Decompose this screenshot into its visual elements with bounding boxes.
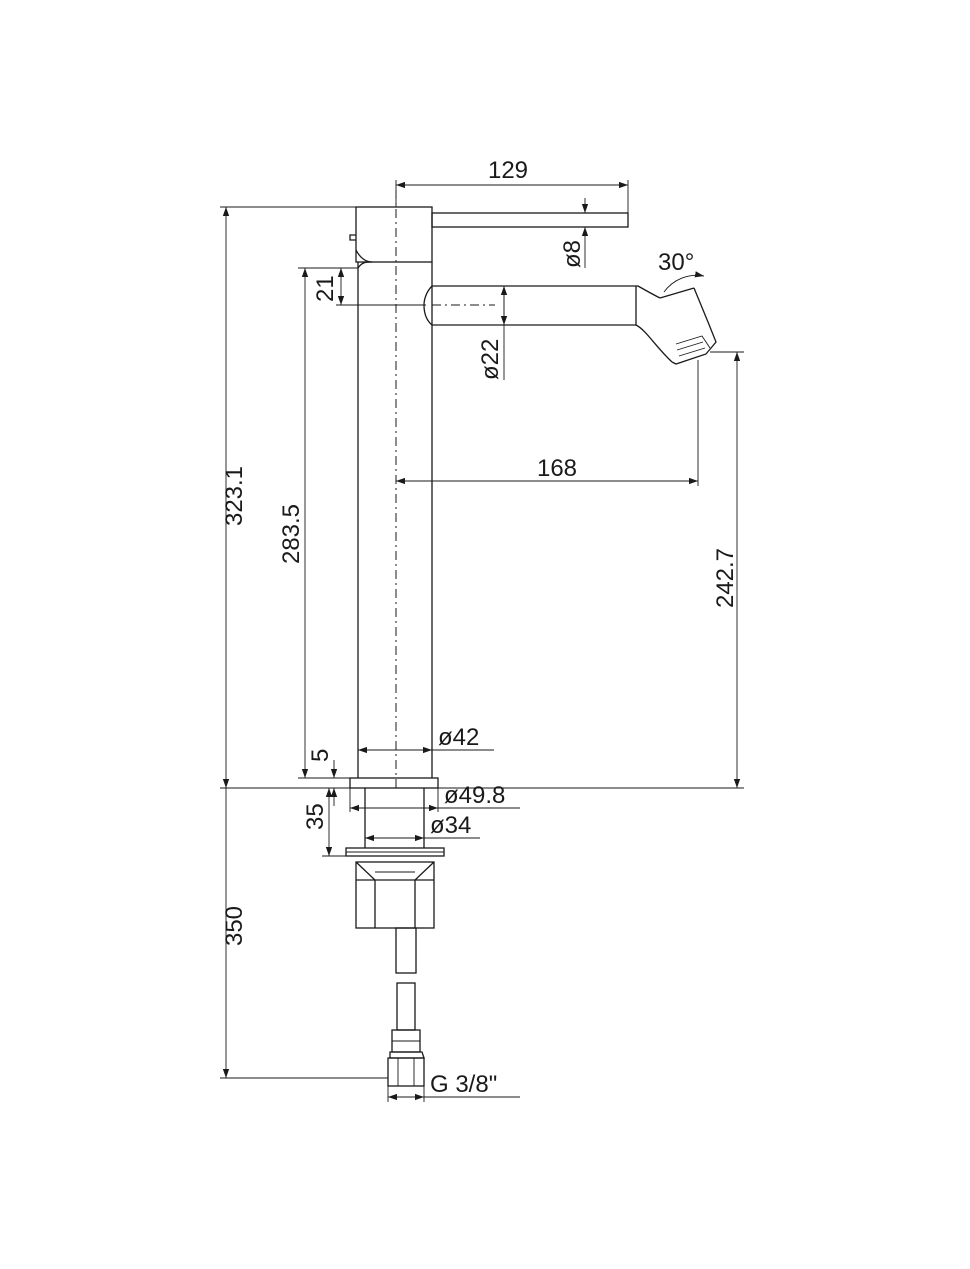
dimension-spout-diameter: ø22: [477, 286, 508, 380]
dimension-spout-offset: 21: [298, 267, 426, 306]
dimension-connection-thread: G 3/8": [387, 1071, 520, 1102]
base-ring: [349, 777, 439, 789]
dimension-label-body-diameter: ø42: [438, 724, 479, 751]
dimension-label-spout-height: 283.5: [278, 504, 305, 564]
dimension-label-spout-angle: 30°: [658, 249, 694, 276]
dimension-spout-reach: 168: [396, 360, 699, 486]
dimension-shank-diameter: ø34: [365, 812, 480, 842]
dimension-label-hose-length: 350: [221, 906, 248, 946]
dimension-base-height: 5: [307, 749, 338, 806]
lever: [431, 212, 629, 228]
dimension-label-connection-thread: G 3/8": [430, 1071, 497, 1098]
dimension-label-base-diameter: ø49.8: [444, 782, 505, 809]
spout: [423, 285, 717, 365]
hose-lower: [387, 982, 425, 1087]
dimension-label-outlet-height: 242.7: [712, 548, 739, 608]
dimension-label-spout-offset: 21: [312, 275, 339, 302]
dimension-label-shank-diameter: ø34: [430, 812, 471, 839]
dimension-hose-length: 350: [220, 788, 388, 1079]
body-column: [357, 261, 433, 778]
hose-upper: [395, 927, 417, 974]
dimension-lever-reach: 129: [395, 157, 629, 213]
dimension-spout-angle: 30°: [658, 249, 705, 293]
dimension-lever-diameter: ø8: [559, 198, 589, 268]
dimension-label-overall-height: 323.1: [221, 466, 248, 526]
faucet-outline: [345, 206, 717, 1087]
handle-cap: [349, 206, 433, 263]
dimension-label-lever-diameter: ø8: [559, 240, 586, 268]
dimension-label-shank-length: 35: [302, 803, 329, 830]
dimension-label-base-height: 5: [307, 749, 334, 762]
fixing-nut: [355, 861, 435, 929]
dimension-overall-height: 323.1: [220, 206, 356, 788]
dimension-spout-height: 283.5: [278, 268, 350, 779]
dimension-label-spout-diameter: ø22: [477, 339, 504, 380]
dimension-outlet-height: 242.7: [710, 351, 744, 788]
dimension-label-lever-reach: 129: [488, 157, 528, 184]
dimension-label-spout-reach: 168: [537, 455, 577, 482]
dimension-base-diameter: ø49.8: [349, 782, 520, 812]
dimension-body-diameter: ø42: [358, 724, 494, 754]
dimension-shank-length: 35: [302, 788, 346, 857]
